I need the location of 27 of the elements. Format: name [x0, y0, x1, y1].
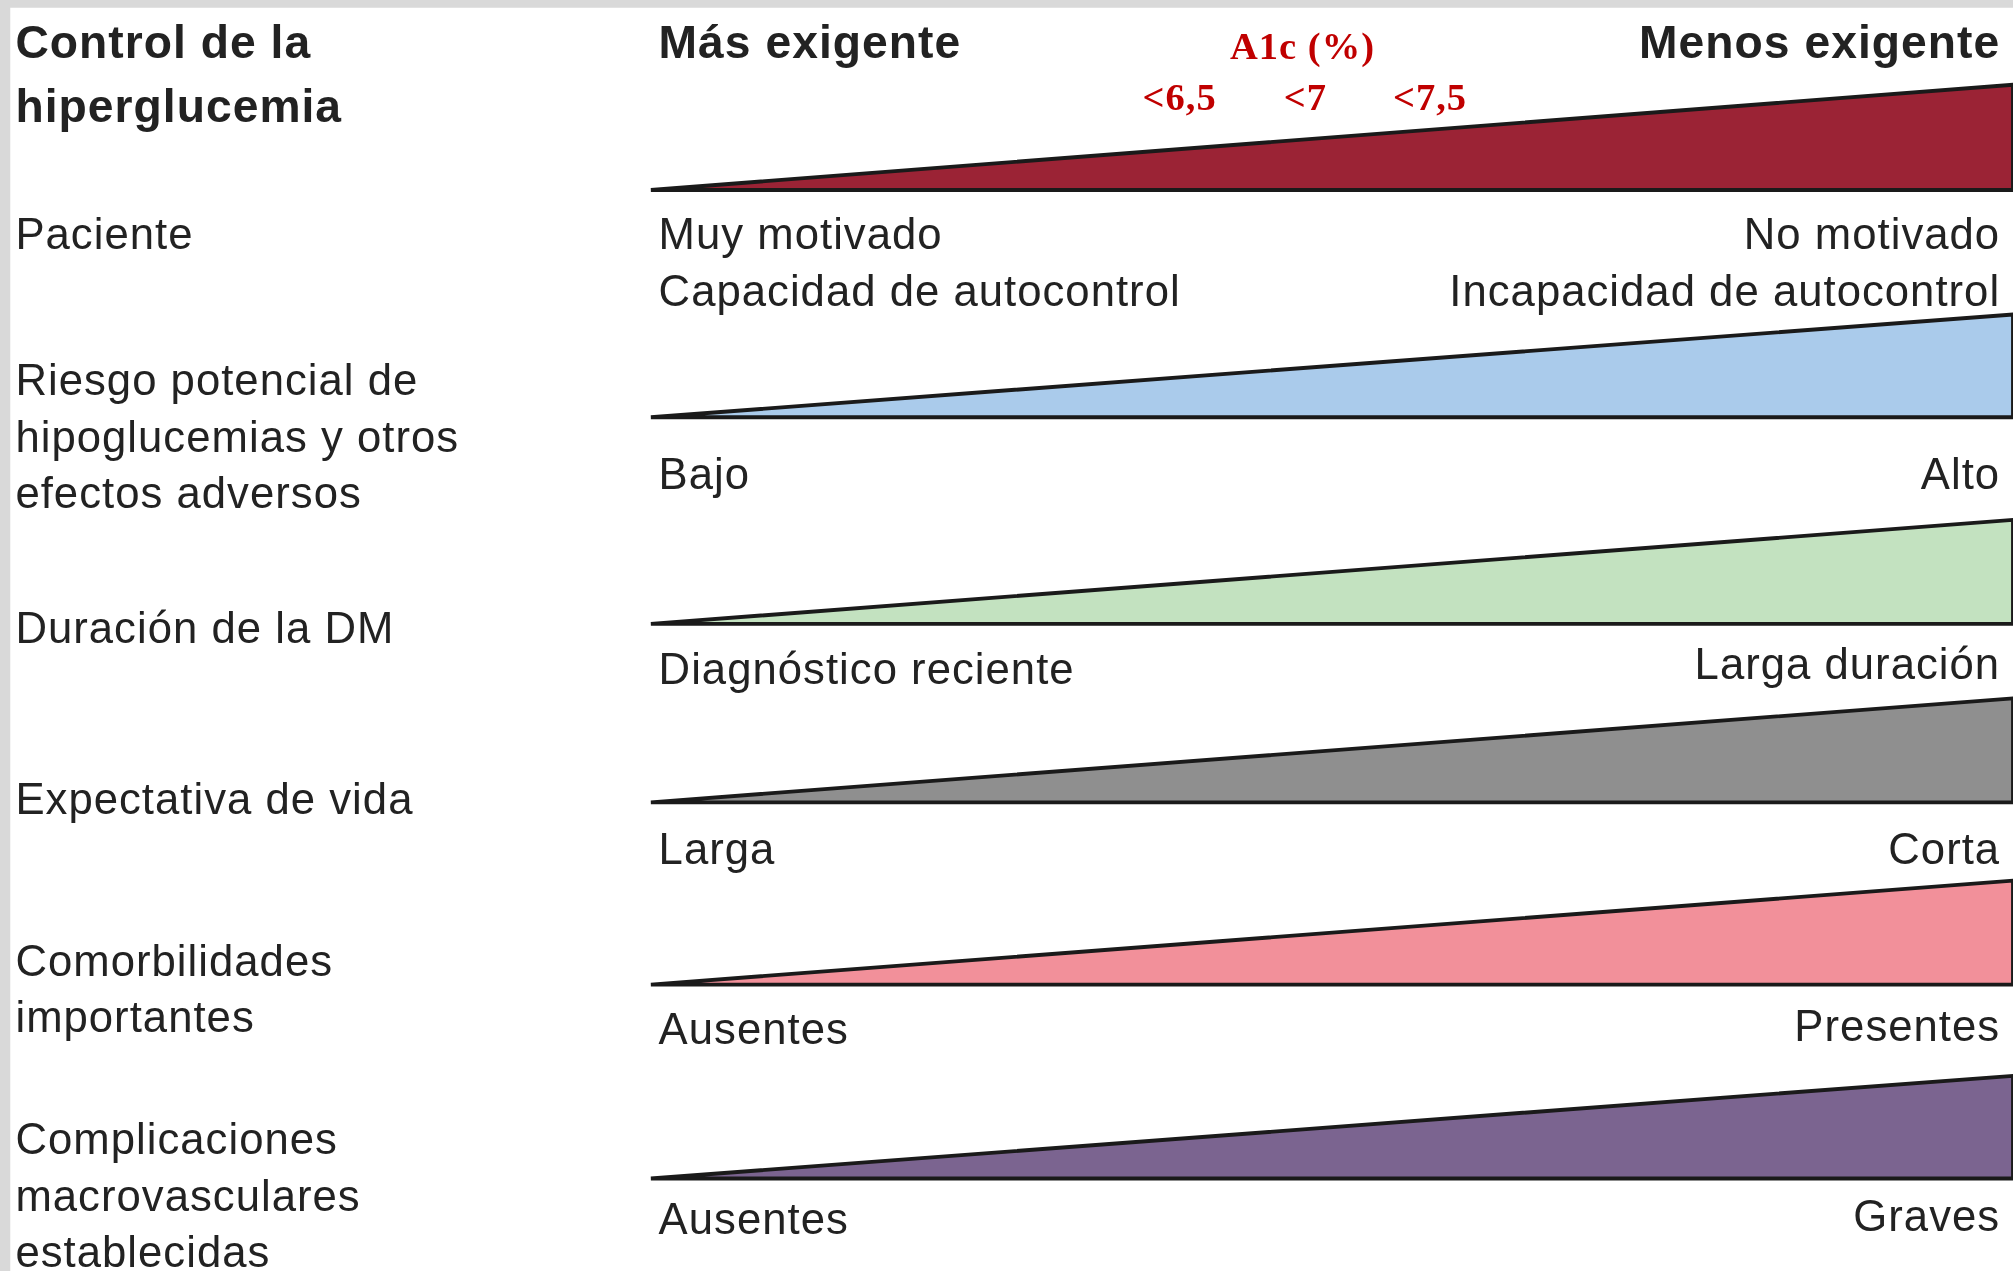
row-header: Control de la hiperglucemia: [15, 14, 344, 135]
row-header: Paciente: [15, 208, 194, 261]
scale-end-label: Presentes: [1794, 1000, 2001, 1053]
scale-end-label: Bajo: [658, 448, 751, 501]
scale-value: <7,5: [1392, 74, 1468, 121]
scale-end-label: Larga: [658, 823, 776, 875]
scale-end-label: Corta: [1888, 823, 2001, 875]
row-header: Riesgo potencial de hipoglucemias y otros efectos adversos: [15, 354, 461, 520]
scale-end-label: Larga duración: [1694, 638, 2001, 691]
scale-value: <7: [1283, 74, 1328, 121]
row-header: Duración de la DM: [15, 602, 395, 655]
scale-end-label: Capacidad de autocontrol: [658, 264, 1181, 317]
scale-end-label: Muy motivado: [658, 208, 943, 261]
scale-end-label: Graves: [1853, 1190, 2001, 1243]
scale-title: A1c (%): [1229, 23, 1376, 69]
scale-end-label: Incapacidad de autocontrol: [1449, 264, 2001, 317]
scale-end-label: Ausentes: [658, 1192, 849, 1245]
column-header: Menos exigente: [1639, 14, 2001, 71]
scale-value: <6,5: [1142, 74, 1217, 121]
scale-end-label: Alto: [1920, 448, 2001, 501]
column-header: Más exigente: [658, 14, 962, 71]
row-header: Complicaciones macrovasculares establecidas: [15, 1113, 362, 1271]
scale-end-label: Ausentes: [658, 1002, 849, 1055]
row-header: Comorbilidades importantes: [15, 934, 335, 1044]
scale-end-label: No motivado: [1743, 208, 2001, 261]
scale-end-label: Diagnóstico reciente: [658, 643, 1075, 696]
row-header: Expectativa de vida: [15, 773, 414, 825]
